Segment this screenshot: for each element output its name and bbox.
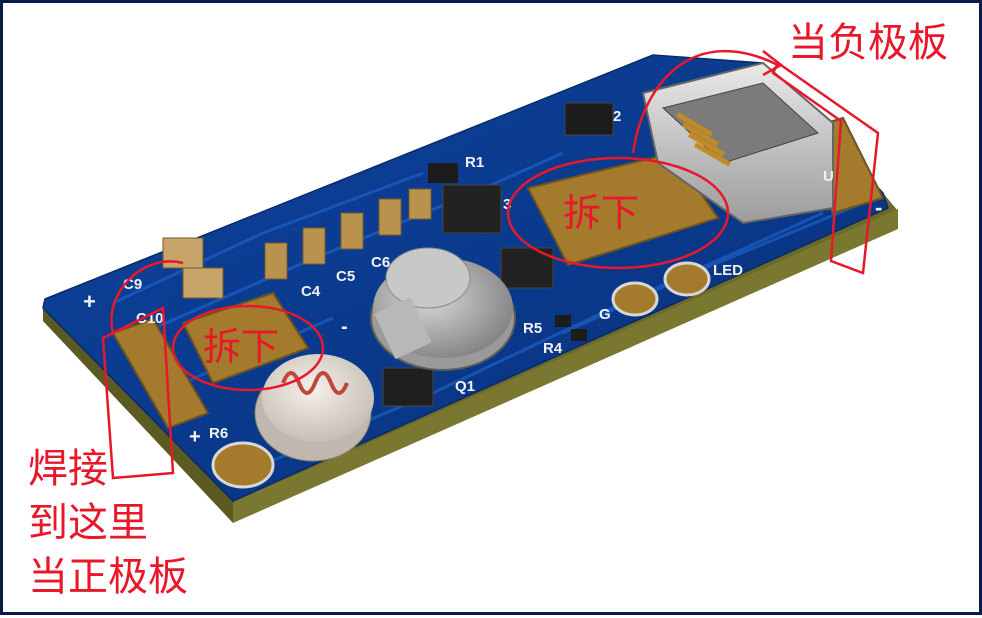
circle-remove-top [506, 156, 730, 270]
pad-large-left [181, 291, 310, 385]
pad-edge-left [111, 317, 210, 430]
silk-board-minus: - [875, 195, 882, 220]
box-negative-plate [771, 61, 880, 275]
ic-top-small [564, 102, 614, 136]
pcb-edge-left [43, 303, 235, 523]
arrow-negative-head [762, 50, 784, 77]
silk-r1: R1 [465, 154, 484, 171]
pad-oval-led [663, 261, 711, 297]
silk-r6: R6 [209, 425, 228, 442]
silk-r2: 2 [613, 108, 621, 125]
silk-board-plus: + [83, 289, 96, 314]
ldr-pattern [281, 371, 349, 395]
ic-r1 [428, 163, 458, 183]
label-solder-line1: 焊接 [28, 446, 108, 492]
silk-g: G [599, 306, 611, 323]
label-remove-top: 拆下 [563, 191, 640, 235]
pad-oval-g [611, 281, 659, 317]
box-positive-plate [101, 306, 175, 480]
battery-strap [374, 296, 432, 360]
label-remove-left: 拆下 [203, 325, 280, 369]
silk-plus: + [189, 426, 201, 448]
circle-remove-left [171, 304, 325, 392]
silk-r4: R4 [543, 340, 563, 357]
silk-c5: C5 [336, 268, 355, 285]
silk-q1: Q1 [455, 378, 475, 395]
pad-oval-r6 [211, 441, 275, 489]
silk-u: U [823, 168, 834, 185]
capacitor-c10 [182, 267, 224, 299]
capacitor-c9 [162, 237, 204, 269]
silk-c4: C4 [301, 283, 321, 300]
ic-u3 [442, 184, 502, 234]
battery-cap [385, 247, 471, 309]
label-solder-line3: 当正极板 [28, 554, 188, 600]
silk-led: LED [713, 262, 743, 279]
capacitor-row [264, 188, 432, 280]
red-annotations [101, 49, 880, 480]
silk-r5: R5 [523, 320, 542, 337]
silk-minus: - [341, 316, 348, 338]
arrow-positive [110, 260, 184, 334]
arrow-negative [631, 49, 779, 154]
usb-pins [675, 112, 732, 167]
ic-r4 [571, 329, 587, 341]
ldr-top [262, 354, 374, 442]
pad-large-right [526, 151, 720, 267]
label-negative-plate: 当负极板 [788, 20, 948, 66]
silk-c6: C6 [371, 254, 390, 271]
transistor-q1 [382, 367, 434, 407]
silk-c10: C10 [136, 310, 164, 327]
label-solder-line2: 到这里 [28, 500, 148, 546]
ic-r5 [555, 315, 571, 327]
pcb-illustration: C9 C10 C4 C5 C6 R1 2 3 R5 R4 R6 Q1 G LED… [42, 49, 898, 523]
pcb-edge-right [233, 209, 898, 523]
silk-r3: 3 [503, 196, 511, 213]
